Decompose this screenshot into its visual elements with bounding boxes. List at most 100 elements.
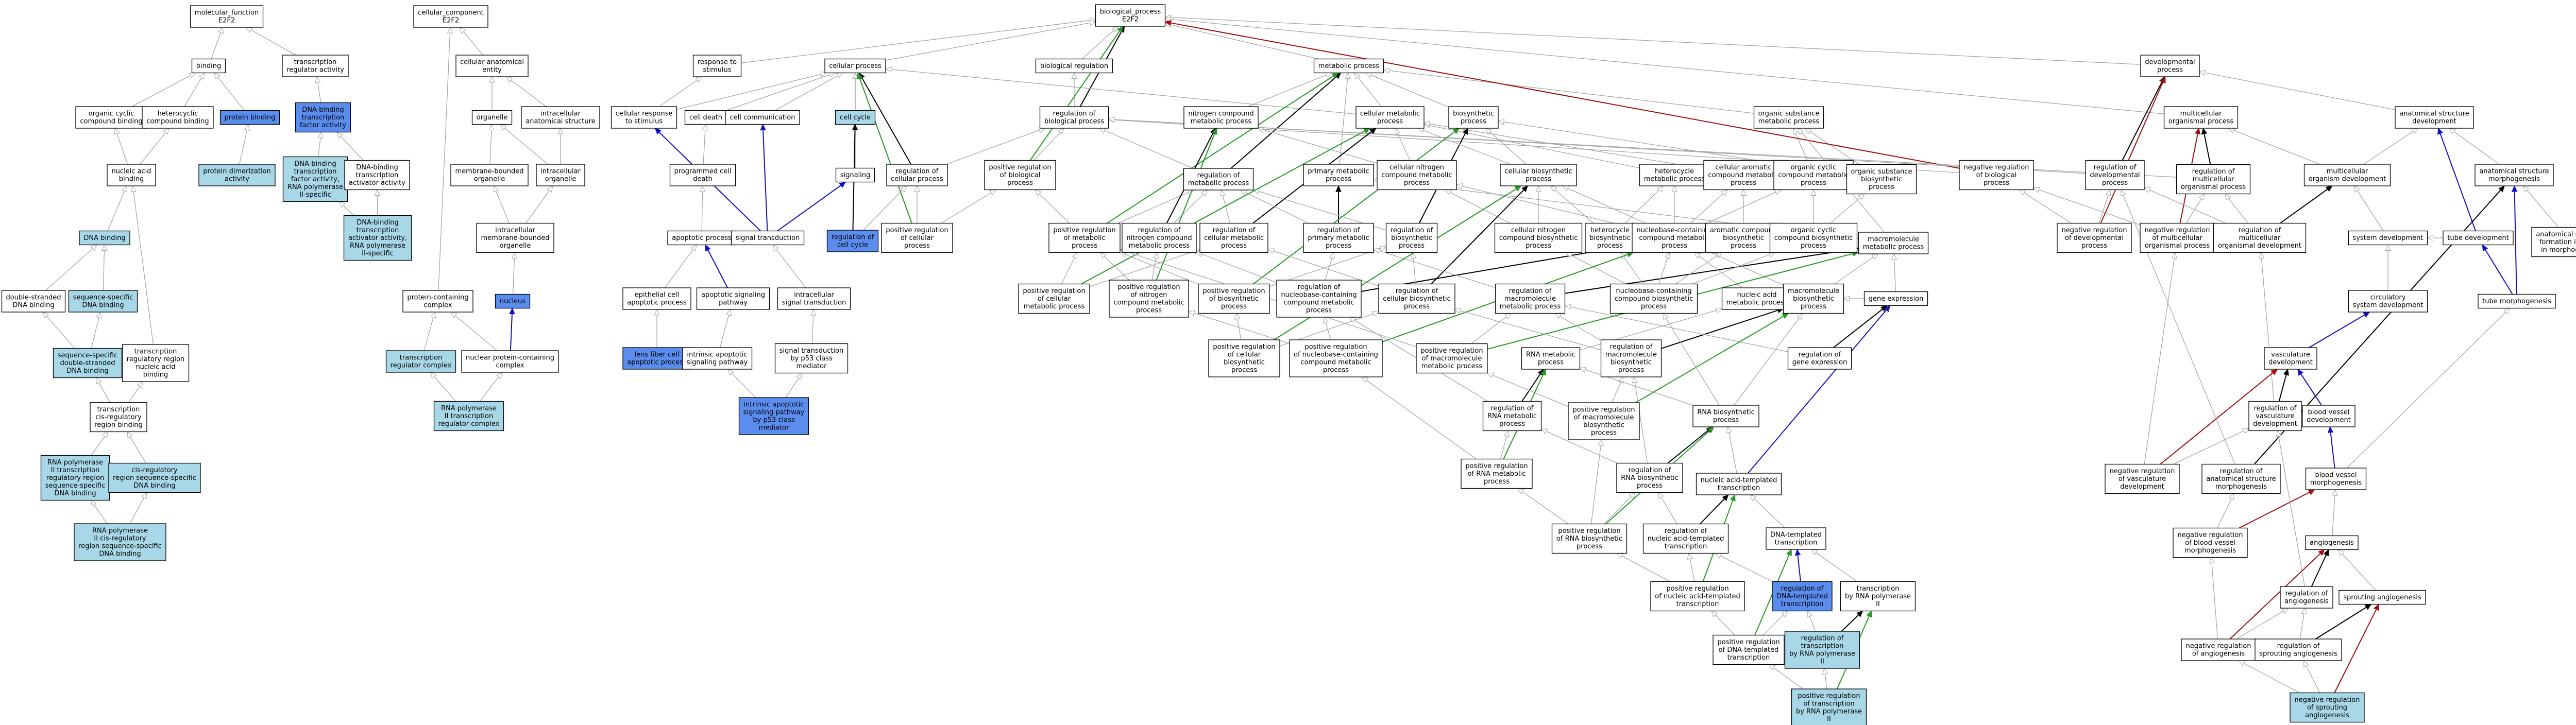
relation-edge-rrnabp-to-rrnamp	[1540, 428, 1617, 464]
relation-edge-rp2trc-to-trc	[430, 372, 456, 402]
relation-edge-rnabp-to-nbccbp	[1662, 313, 1720, 406]
go-term-label: double-stranded	[60, 359, 115, 367]
edge-line	[1429, 123, 1704, 169]
edge-arrowhead	[127, 431, 133, 439]
go-term-label: multicellular	[2180, 110, 2222, 118]
relation-edge-nbccbp-to-acbp	[1675, 252, 1722, 285]
go-term-label: morphogenesis	[2184, 547, 2236, 555]
relation-edge-tcrrb-to-trrnab	[128, 381, 143, 403]
go-term-box	[536, 164, 585, 186]
edge-line	[1824, 674, 1827, 689]
go-term-box	[402, 290, 473, 313]
edge-arrowhead	[2511, 185, 2518, 192]
edge-line	[107, 191, 125, 231]
edge-line	[2217, 498, 2232, 528]
edge-line	[1554, 189, 1594, 223]
go-term-label: process	[1326, 176, 1351, 183]
edge-arrowhead	[1108, 116, 1115, 123]
edge-arrowhead	[654, 308, 660, 316]
go-term-label: activator activity	[349, 179, 405, 187]
edge-arrowhead	[96, 311, 102, 319]
edge-arrowhead	[1550, 185, 1557, 192]
edge-line	[2439, 133, 2477, 231]
go-term-label: complex	[496, 362, 524, 370]
go-term-label: cellular nitrogen	[1389, 164, 1444, 171]
edge-arrowhead	[1035, 189, 1042, 196]
go-term-label: process	[1526, 176, 1551, 183]
go-term-label: process	[1136, 307, 1162, 315]
go-term-sysdev: system development	[2348, 230, 2428, 246]
go-term-label: II-specific	[362, 250, 393, 257]
go-term-box	[1183, 106, 1259, 129]
go-term-box	[1551, 523, 1628, 554]
edge-arrowhead	[122, 185, 127, 193]
relation-edge-hbp-to-cbp	[1550, 185, 1594, 223]
edge-line	[2514, 191, 2517, 295]
edge-arrowhead	[1564, 304, 1571, 310]
edge-line	[1623, 257, 1643, 284]
go-term-label: compound binding	[80, 118, 142, 126]
go-term-label: process	[1399, 242, 1425, 250]
go-term-label: anatomical structure	[2399, 110, 2469, 118]
go-term-box	[1183, 168, 1254, 191]
edge-arrowhead	[1632, 376, 1638, 384]
go-term-label: process	[1597, 242, 1623, 250]
relation-edge-occmp-to-osmp	[1793, 127, 1808, 161]
edge-line	[1460, 310, 1601, 351]
go-term-label: regulation of	[1665, 527, 1707, 535]
relation-edge-nbccmp-to-hmp	[1671, 185, 1677, 223]
edge-line	[1339, 78, 1348, 165]
relation-edge-sigtrans-to-signaling	[777, 181, 846, 232]
go-term-label: DNA binding	[99, 550, 141, 558]
edge-line	[1546, 431, 1617, 464]
edge-line	[2315, 607, 2367, 640]
go-term-label: regulation of	[2192, 168, 2235, 176]
go-term-label: signal transduction	[736, 234, 800, 242]
edge-line	[1450, 192, 1511, 224]
go-term-angio: angiogenesis	[2305, 535, 2359, 550]
edge-line	[1125, 254, 1199, 285]
go-term-box	[2213, 222, 2307, 253]
relation-edge-celldeath-to-cp	[725, 72, 836, 111]
go-term-box	[774, 343, 849, 374]
edge-line	[1612, 382, 1621, 403]
edge-arrowhead	[1711, 610, 1718, 617]
go-term-box	[2478, 294, 2556, 309]
edge-arrowhead	[2198, 70, 2206, 76]
go-term-label: transcription	[1727, 654, 1770, 662]
edge-arrowhead	[450, 312, 457, 318]
edge-line	[2243, 663, 2300, 694]
relation-edge-rmmp-to-rpmp	[1372, 248, 1496, 288]
edge-arrowhead	[1721, 189, 1728, 196]
go-term-box	[1482, 401, 1542, 431]
edge-arrowhead	[1058, 128, 1065, 135]
relation-edge-apoptotic-to-pcd	[699, 185, 706, 231]
go-term-label: transcription	[1801, 643, 1844, 650]
go-term-label: organic cyclic	[1791, 164, 1837, 171]
go-term-label: binding	[119, 176, 144, 183]
relation-edge-dsdb-to-dnab	[45, 244, 97, 291]
go-term-label: process	[1404, 303, 1430, 310]
relation-edge-rnatt-to-natt	[1699, 494, 1729, 525]
edge-line	[2024, 192, 2072, 224]
edge-line	[1706, 192, 1776, 224]
edge-arrowhead	[2373, 603, 2379, 611]
edge-line	[861, 77, 911, 165]
go-term-label: of cellular	[901, 234, 934, 242]
edge-arrowhead	[705, 244, 711, 252]
edge-line	[91, 317, 99, 349]
